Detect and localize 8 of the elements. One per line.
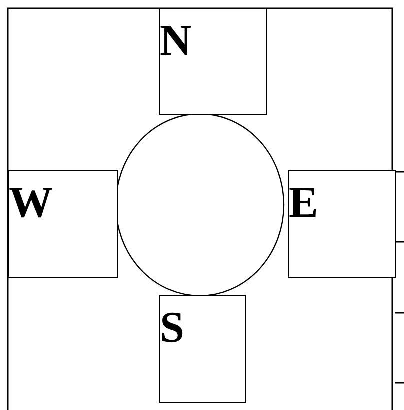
compass-letter: N [160,19,192,63]
compass-letter: W [9,181,53,225]
letter-box [159,8,267,115]
letter-box [8,170,118,278]
letter-box [159,295,246,403]
compass-letter: S [160,306,184,350]
compass-letter: E [289,181,318,225]
letter-box [288,170,396,278]
